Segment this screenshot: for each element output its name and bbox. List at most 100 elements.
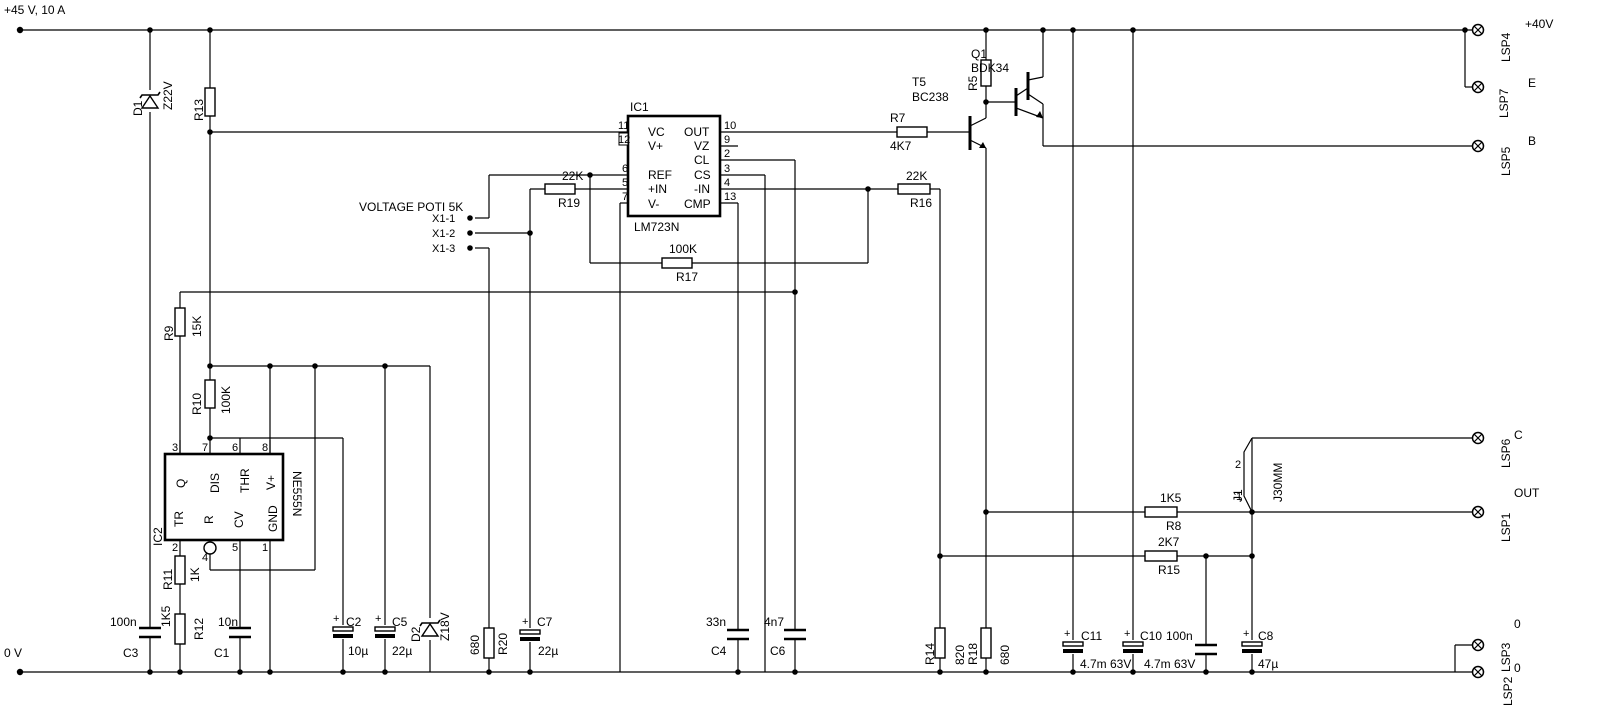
ic1-pin-label: CS xyxy=(694,168,711,182)
ic1-pin-num: 6 xyxy=(622,163,628,175)
lsp3-name: LSP3 xyxy=(1499,642,1513,672)
ic2-pin-num: 6 xyxy=(232,442,238,454)
poti-title: VOLTAGE POTI 5K xyxy=(359,200,463,214)
r14-value: 820 xyxy=(953,645,967,665)
q1-name: Q1 xyxy=(971,47,987,61)
ic1-pin-num: 7 xyxy=(622,191,628,203)
ic1-pin-num: 10 xyxy=(724,120,736,132)
resistor-r18 xyxy=(980,627,992,659)
junction-dots xyxy=(147,27,1468,675)
c1-label: C1 xyxy=(214,646,230,660)
capacitor-c8: + xyxy=(1241,628,1263,654)
ic2-pin-label: THR xyxy=(238,468,252,493)
c7-value: 22µ xyxy=(538,644,558,658)
capacitor-c5: + xyxy=(374,613,396,639)
capacitor-c10: + xyxy=(1122,628,1144,654)
lsp1-label: OUT xyxy=(1514,486,1540,500)
c2-value: 10µ xyxy=(348,644,368,658)
ic1-pin-num: 13 xyxy=(724,191,736,203)
svg-text:+: + xyxy=(1124,628,1130,640)
c4-label: C4 xyxy=(711,644,727,658)
zener-diode-d2 xyxy=(419,618,441,640)
ic1-pin-label: VC xyxy=(648,125,665,139)
ic1-name: IC1 xyxy=(630,100,649,114)
r16-value: 22K xyxy=(906,169,927,183)
j1-pin-1: 1 xyxy=(1236,491,1242,503)
r5-label: R5 xyxy=(966,75,980,91)
j1-pin-2: 2 xyxy=(1235,459,1241,471)
connector-lsp4-terminal[interactable] xyxy=(1471,23,1485,37)
connector-lsp2-terminal[interactable] xyxy=(1471,665,1485,679)
c2-label: C2 xyxy=(346,615,362,629)
ic2-ne555 xyxy=(163,438,285,555)
c5-value: 22µ xyxy=(392,644,412,658)
resistor-r7 xyxy=(896,126,928,138)
ic2-pin-num: 7 xyxy=(202,442,208,454)
r9-label: R9 xyxy=(162,325,176,341)
connector-lsp5-terminal[interactable] xyxy=(1471,139,1485,153)
ic1-pin-num: 12 xyxy=(618,134,630,146)
t5-name: T5 xyxy=(912,75,926,89)
lsp7-label: E xyxy=(1528,76,1536,90)
r15-value: 2K7 xyxy=(1158,535,1180,549)
c9-value: 100n xyxy=(1166,629,1193,643)
resistor-r9 xyxy=(174,307,186,337)
resistor-r10 xyxy=(204,379,216,409)
c1-value: 10n xyxy=(218,615,238,629)
capacitor-c6 xyxy=(784,628,806,641)
r20-label: R20 xyxy=(496,633,510,655)
r14-label: R14 xyxy=(923,643,937,665)
ic1-pin-label: V+ xyxy=(648,139,663,153)
ic2-pin-num: 1 xyxy=(262,542,268,554)
zener-diode-d1 xyxy=(139,90,161,112)
lsp2-label: 0 xyxy=(1514,661,1521,675)
d1-value: Z22V xyxy=(161,81,175,110)
ic1-pin-label: REF xyxy=(648,168,672,182)
resistor-r5 xyxy=(980,59,992,87)
resistor-r20 xyxy=(483,627,495,659)
wires xyxy=(149,30,1478,672)
poti-pin-1: X1-1 xyxy=(432,213,455,225)
capacitor-c9 xyxy=(1195,643,1217,656)
lsp3-label: 0 xyxy=(1514,617,1521,631)
ic1-pin-label: +IN xyxy=(648,182,667,196)
ic2-pin-label: GND xyxy=(266,505,280,532)
lsp1-name: LSP1 xyxy=(1499,512,1513,542)
connector-lsp6-terminal[interactable] xyxy=(1471,431,1485,445)
ic1-pin-num: 2 xyxy=(724,148,730,160)
c3-label: C3 xyxy=(123,646,139,660)
r10-label: R10 xyxy=(190,393,204,415)
r11-label: R11 xyxy=(161,569,175,590)
connector-lsp7-terminal[interactable] xyxy=(1471,80,1485,94)
c10-label: C10 xyxy=(1140,629,1162,643)
ic1-pin-label: CL xyxy=(694,153,710,167)
r8-value: 1K5 xyxy=(1160,491,1182,505)
c11-value: 4.7m 63V xyxy=(1080,657,1131,671)
ic2-pin-label: R xyxy=(202,515,216,524)
capacitor-c11: + xyxy=(1062,628,1084,654)
resistor-r15 xyxy=(1144,550,1178,562)
ic2-pin-label: Q xyxy=(174,479,188,488)
capacitor-c4 xyxy=(727,628,749,641)
poti-pin-2: X1-2 xyxy=(432,228,455,240)
capacitor-c7: + xyxy=(519,616,541,642)
d2-value: Z18V xyxy=(438,612,452,641)
connector-lsp3-terminal[interactable] xyxy=(1471,638,1485,652)
ic2-pin-num: 3 xyxy=(172,442,178,454)
lsp7-name: LSP7 xyxy=(1497,88,1511,118)
capacitor-c3 xyxy=(139,626,161,639)
lsp2-name: LSP2 xyxy=(1501,676,1515,706)
ic2-type: NE555N xyxy=(290,471,304,516)
ic2-pin-label: TR xyxy=(172,511,186,527)
connector-lsp1-terminal[interactable] xyxy=(1471,505,1485,519)
svg-text:+: + xyxy=(1243,628,1249,640)
c7-label: C7 xyxy=(537,615,553,629)
capacitor-c2: + xyxy=(332,613,354,639)
r12-value: 1K5 xyxy=(159,605,173,627)
r9-value: 15K xyxy=(190,316,204,337)
ic1-pin-label: VZ xyxy=(694,139,709,153)
svg-text:+: + xyxy=(522,616,528,628)
r15-label: R15 xyxy=(1158,563,1180,577)
resistor-r12 xyxy=(174,613,186,645)
ic1-pin-label: OUT xyxy=(684,125,710,139)
